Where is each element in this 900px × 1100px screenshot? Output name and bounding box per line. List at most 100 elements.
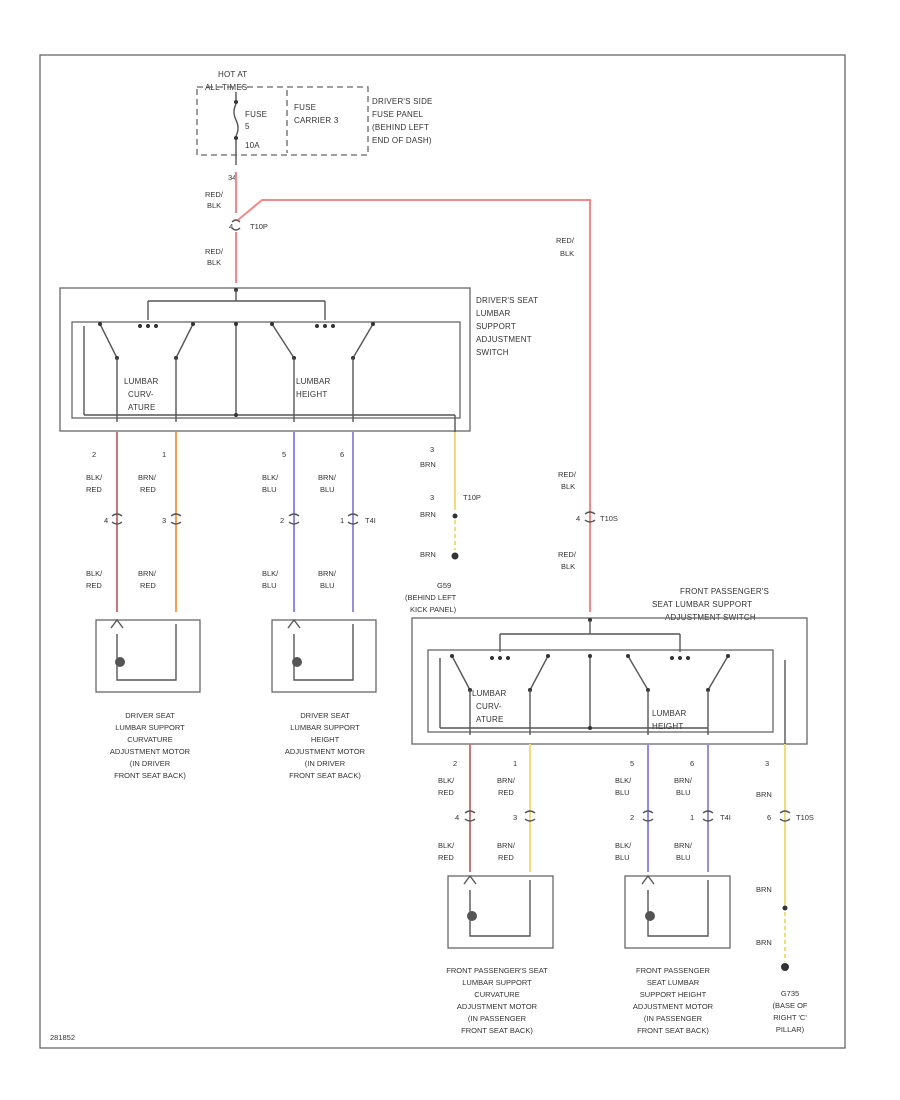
label-red-blk-r2: BLK xyxy=(561,482,575,491)
ground-left-symbol xyxy=(451,552,459,560)
wire-red-blk-branch xyxy=(237,199,591,612)
label-brn-blu-pl2: BLU xyxy=(676,853,691,862)
driver-switch-label-5: SWITCH xyxy=(476,348,509,357)
label-brn-blu-pl1: BRN/ xyxy=(674,841,693,850)
label-brn-red-pl1: BRN/ xyxy=(497,841,516,850)
label-brn-red-u1: BRN/ xyxy=(138,473,157,482)
label-brn-red-l1: BRN/ xyxy=(138,569,157,578)
label-red-blk-r3: RED/ xyxy=(558,550,577,559)
pin-3-mid: 3 xyxy=(162,516,166,525)
dhm-label-2: LUMBAR SUPPORT xyxy=(290,723,360,732)
pass-curv-label-2: CURV- xyxy=(476,702,502,711)
label-blk-blu-pu1: BLK/ xyxy=(615,776,632,785)
pin-1-pm: 1 xyxy=(690,813,694,822)
pin-2-pr: 2 xyxy=(453,759,457,768)
ground-left-label-2: (BEHIND LEFT xyxy=(405,593,457,602)
wire-label-red-blk-2a: RED/ xyxy=(205,247,224,256)
pcm-label-1: FRONT PASSENGER'S SEAT xyxy=(446,966,548,975)
panel-label-4: END OF DASH) xyxy=(372,136,432,145)
pass-switch-inner xyxy=(427,649,774,733)
dhm-label-5: (IN DRIVER xyxy=(305,759,346,768)
label-blk-red-pu2: RED xyxy=(438,788,454,797)
pin-6-dl: 6 xyxy=(340,450,344,459)
ground-right-symbol xyxy=(781,963,789,971)
connector-t10p-mid: T10P xyxy=(463,493,481,502)
pass-height-motor-icon xyxy=(645,911,655,921)
pin-3-t10p: 3 xyxy=(430,493,434,502)
pcm-label-5: (IN PASSENGER xyxy=(468,1014,527,1023)
driver-height-label-1: LUMBAR xyxy=(296,377,331,386)
connector-t4i-left: T4I xyxy=(365,516,376,525)
pass-curvature-motor-icon xyxy=(467,911,477,921)
diagram-frame xyxy=(39,54,846,1049)
dhm-label-4: ADJUSTMENT MOTOR xyxy=(285,747,366,756)
connector-t10s-p: T10S xyxy=(796,813,814,822)
driver-height-motor-icon xyxy=(292,657,302,667)
label-brn-pg2: BRN xyxy=(756,885,772,894)
phm-label-6: FRONT SEAT BACK) xyxy=(637,1026,709,1035)
label-blk-red-u1: BLK/ xyxy=(86,473,103,482)
driver-curvature-motor xyxy=(95,619,201,693)
ground-left-label-1: G59 xyxy=(437,581,451,590)
driver-curv-label-1: LUMBAR xyxy=(124,377,159,386)
label-blk-blu-u1: BLK/ xyxy=(262,473,279,482)
label-brn-g2: BRN xyxy=(420,510,436,519)
dcm-label-1: DRIVER SEAT xyxy=(125,711,175,720)
pin-3-pr: 3 xyxy=(765,759,769,768)
pass-switch-housing xyxy=(411,617,808,745)
fuse-label-3: 10A xyxy=(245,141,260,150)
label-brn-red-pu1: BRN/ xyxy=(497,776,516,785)
hot-label-1: HOT AT xyxy=(218,70,247,79)
fuse-carrier-box xyxy=(196,86,369,156)
panel-label-2: FUSE PANEL xyxy=(372,110,424,119)
pcm-label-2: LUMBAR SUPPORT xyxy=(462,978,532,987)
connector-t10p-top: T10P xyxy=(250,222,268,231)
pin-4-t10p: 4 xyxy=(229,222,233,231)
pin-4-mid: 4 xyxy=(104,516,108,525)
label-blk-red-pl2: RED xyxy=(438,853,454,862)
driver-switch-housing xyxy=(59,287,471,432)
label-blk-blu-l2: BLU xyxy=(262,581,277,590)
pin-3-dl: 3 xyxy=(430,445,434,454)
pin-5-pr: 5 xyxy=(630,759,634,768)
label-brn-blu-u1: BRN/ xyxy=(318,473,337,482)
label-brn-red-l2: RED xyxy=(140,581,156,590)
connector-t4i-right: T4I xyxy=(720,813,731,822)
connector-t10s-r: T10S xyxy=(600,514,618,523)
phm-label-5: (IN PASSENGER xyxy=(644,1014,703,1023)
label-brn-red-pu2: RED xyxy=(498,788,514,797)
driver-switch-label-3: SUPPORT xyxy=(476,322,516,331)
wire-label-red-blk-1a: RED/ xyxy=(205,190,224,199)
pin-5-dl: 5 xyxy=(282,450,286,459)
diagram-code: 281852 xyxy=(50,1033,75,1042)
driver-curv-label-3: ATURE xyxy=(128,403,156,412)
label-brn-pg3: BRN xyxy=(756,938,772,947)
label-brn-pg1: BRN xyxy=(756,790,772,799)
phm-label-4: ADJUSTMENT MOTOR xyxy=(633,1002,714,1011)
wire-label-red-blk-3a: RED/ xyxy=(556,236,575,245)
fuse-label-2: 5 xyxy=(245,122,250,131)
fuse-label-1: FUSE xyxy=(245,110,267,119)
carrier-label-2: CARRIER 3 xyxy=(294,116,339,125)
pcm-label-4: ADJUSTMENT MOTOR xyxy=(457,1002,538,1011)
driver-switch-label-2: LUMBAR xyxy=(476,309,511,318)
label-brn-g1: BRN xyxy=(420,460,436,469)
phm-label-2: SEAT LUMBAR xyxy=(647,978,700,987)
pin-4-t10s: 4 xyxy=(576,514,580,523)
label-brn-blu-u2: BLU xyxy=(320,485,335,494)
pcm-label-3: CURVATURE xyxy=(474,990,519,999)
label-blk-blu-pl2: BLU xyxy=(615,853,630,862)
phm-label-3: SUPPORT HEIGHT xyxy=(640,990,707,999)
label-blk-red-pl1: BLK/ xyxy=(438,841,455,850)
pass-curv-label-1: LUMBAR xyxy=(472,689,507,698)
driver-curvature-motor-icon xyxy=(115,657,125,667)
pass-curv-label-3: ATURE xyxy=(476,715,504,724)
dhm-label-3: HEIGHT xyxy=(311,735,340,744)
label-blk-blu-pu2: BLU xyxy=(615,788,630,797)
pin-3-pm: 3 xyxy=(513,813,517,822)
ground-right-label-1: G735 xyxy=(781,989,799,998)
dcm-label-5: (IN DRIVER xyxy=(130,759,171,768)
label-red-blk-r1: RED/ xyxy=(558,470,577,479)
label-brn-blu-l1: BRN/ xyxy=(318,569,337,578)
